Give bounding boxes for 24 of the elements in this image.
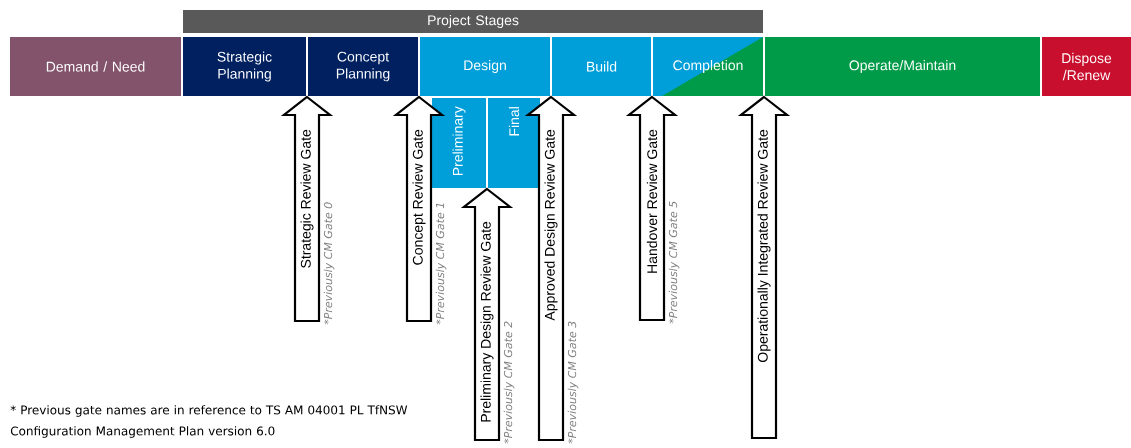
stage-box: Design bbox=[420, 37, 550, 96]
footnote: * Previous gate names are in reference to TS AM 04001 PL TfNSW Configuration Management Plan version 6.0 bbox=[10, 405, 408, 438]
node-label: Preliminary bbox=[452, 106, 466, 176]
stage-box: Dispose /Renew bbox=[1042, 37, 1131, 96]
gate-note: *Previously CM Gate 1 bbox=[435, 203, 447, 325]
stage-box: Strategic Planning bbox=[183, 37, 306, 96]
stage-box: Concept Planning bbox=[308, 37, 418, 96]
node-label: Strategic Planning bbox=[217, 51, 272, 82]
stage-header-bar: Project Stages bbox=[183, 10, 763, 33]
node-label: Operate/Maintain bbox=[849, 59, 956, 74]
node-label: Final bbox=[508, 107, 520, 136]
gate-note: *Previously CM Gate 3 bbox=[567, 321, 579, 444]
stage-box: Operate/Maintain bbox=[765, 37, 1040, 96]
gate-note: *Previously CM Gate 2 bbox=[503, 321, 515, 444]
stage-box: Demand / Need bbox=[10, 37, 181, 96]
node-label: Design bbox=[464, 59, 506, 74]
node-label: Concept Planning bbox=[336, 51, 390, 82]
stage-box: Build bbox=[552, 37, 651, 96]
substage-box: Final bbox=[488, 98, 540, 188]
substage-box: Preliminary bbox=[432, 98, 486, 188]
gate-note: *Previously CM Gate 0 bbox=[323, 202, 335, 325]
node-label: Build bbox=[587, 61, 617, 72]
node-label: Approved Design Review Gate bbox=[544, 129, 558, 321]
gate-note: *Previously CM Gate 5 bbox=[668, 201, 680, 324]
